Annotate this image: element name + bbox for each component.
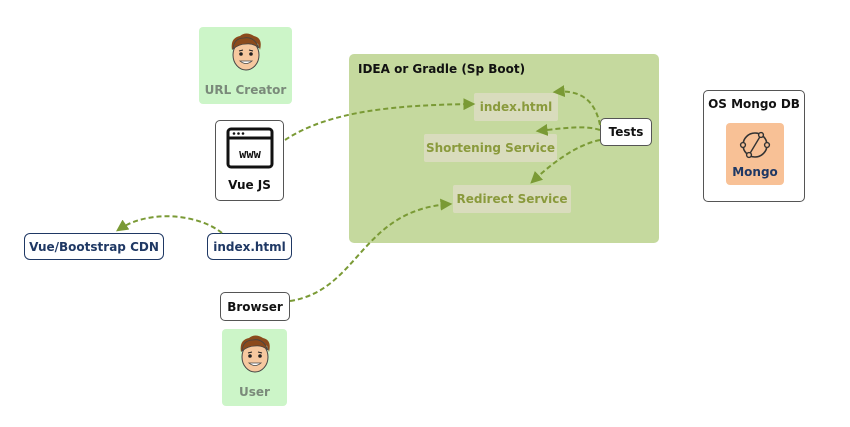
cdn-label: Vue/Bootstrap CDN bbox=[29, 239, 159, 254]
server-index-html-label: index.html bbox=[479, 100, 553, 114]
client-index-html-label: index.html bbox=[213, 239, 286, 254]
user-label: User bbox=[239, 385, 270, 399]
client-index-html-node[interactable]: index.html bbox=[207, 233, 292, 260]
arrow-tests-to-redirect bbox=[530, 139, 601, 184]
arrow-tests-to-shortening bbox=[535, 123, 601, 136]
redirect-service-node[interactable]: Redirect Service bbox=[453, 185, 571, 213]
arrow-index-to-cdn bbox=[116, 215, 223, 234]
shortening-service-label: Shortening Service bbox=[425, 141, 556, 155]
person-face-icon bbox=[231, 33, 261, 71]
spring-group-title: IDEA or Gradle (Sp Boot) bbox=[358, 62, 526, 76]
browser-node[interactable]: Browser bbox=[220, 292, 290, 321]
arrow-tests-to-index bbox=[552, 85, 601, 126]
mongo-db-group: OS Mongo DB Mongo bbox=[703, 90, 805, 202]
mongo-group-title: OS Mongo DB bbox=[708, 97, 800, 111]
arrow-browser-to-redirect bbox=[289, 198, 453, 302]
browser-www-icon: www bbox=[226, 127, 274, 169]
mongo-label: Mongo bbox=[732, 165, 778, 179]
browser-label: Browser bbox=[227, 299, 283, 314]
redirect-service-label: Redirect Service bbox=[456, 192, 568, 206]
url-creator-actor[interactable]: URL Creator bbox=[199, 27, 292, 104]
server-index-html-node[interactable]: index.html bbox=[474, 93, 558, 121]
cdn-node[interactable]: Vue/Bootstrap CDN bbox=[24, 233, 164, 260]
person-face-icon bbox=[240, 335, 270, 373]
vue-js-node[interactable]: www Vue JS bbox=[215, 120, 284, 201]
tests-node[interactable]: Tests bbox=[600, 118, 652, 146]
user-actor[interactable]: User bbox=[222, 329, 287, 406]
mongo-node-icon bbox=[739, 131, 771, 159]
tests-label: Tests bbox=[608, 125, 644, 139]
browser-www-text: www bbox=[239, 147, 261, 161]
url-creator-label: URL Creator bbox=[204, 83, 287, 97]
shortening-service-node[interactable]: Shortening Service bbox=[424, 134, 557, 162]
mongo-node[interactable]: Mongo bbox=[726, 123, 784, 185]
arrow-vue-to-index bbox=[284, 98, 476, 141]
vue-js-label: Vue JS bbox=[228, 178, 271, 192]
